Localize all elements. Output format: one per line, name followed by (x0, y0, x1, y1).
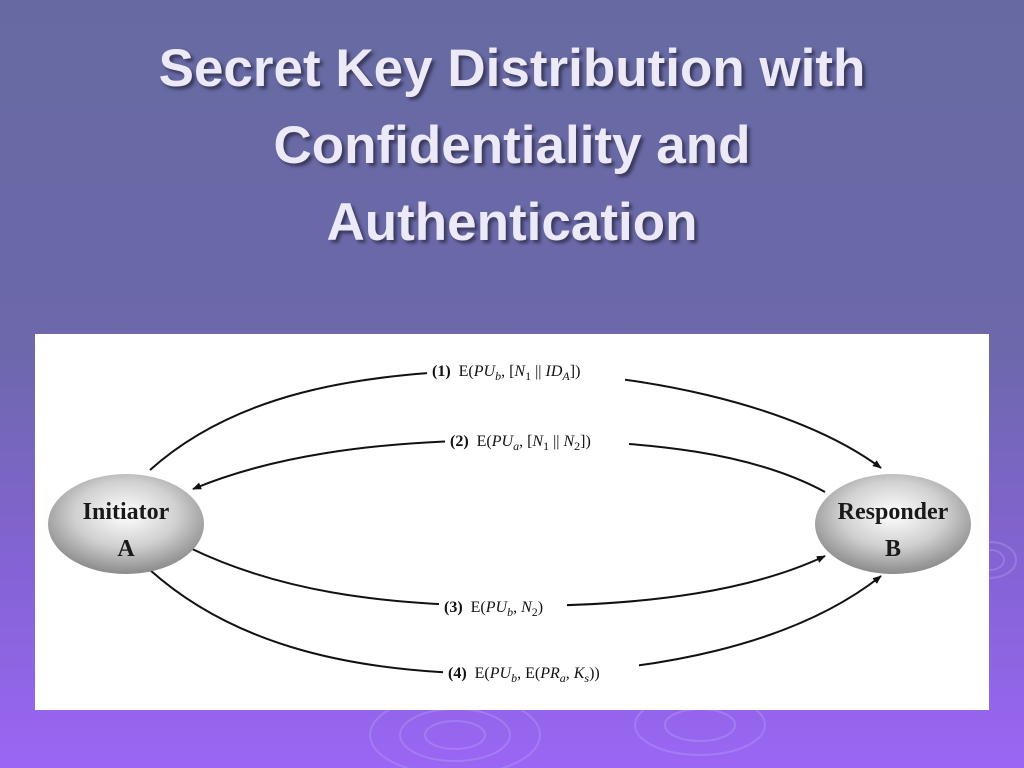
initiator-name: Initiator (83, 499, 170, 525)
message-1-label: (1) E(PUb, [N1 || IDA]) (427, 358, 625, 383)
svg-text:(2) E(PUa, [N1 || N2]): (2) E(PUa, [N1 || N2]) (450, 433, 591, 453)
slide-title: Secret Key Distribution with Confidentia… (40, 30, 984, 261)
message-4-arrow (149, 569, 882, 676)
message-2-label: (2) E(PUa, [N1 || N2]) (445, 428, 629, 453)
title-line: Confidentiality and (273, 116, 751, 175)
message-number: (1) (432, 363, 451, 380)
message-number: (2) (450, 433, 469, 450)
initiator-id: A (117, 536, 135, 562)
title-line: Secret Key Distribution with (158, 39, 866, 98)
responder-id: B (885, 536, 901, 562)
initiator-node: Initiator A (48, 474, 204, 574)
protocol-diagram: (1) E(PUb, [N1 || IDA]) (2) E(PUa, [N1 |… (35, 334, 989, 710)
message-3-label: (3) E(PUb, N2) (439, 594, 567, 619)
svg-text:(3) E(PUb, N2): (3) E(PUb, N2) (444, 599, 543, 619)
responder-name: Responder (838, 499, 949, 525)
title-line: Authentication (326, 193, 698, 252)
protocol-diagram-svg: (1) E(PUb, [N1 || IDA]) (2) E(PUa, [N1 |… (48, 358, 971, 686)
responder-node: Responder B (815, 474, 971, 574)
message-1-arrow (149, 368, 882, 471)
svg-text:(1) E(PUb, [N1 || IDA]: (1) E(PUb, [N1 || IDA]) (432, 363, 580, 383)
message-number: (4) (448, 665, 467, 682)
message-number: (3) (444, 599, 463, 616)
svg-text:(4) E(PUb, E(PRa, Ks)): (4) E(PUb, E(PRa, Ks)) (448, 665, 600, 685)
message-4-label: (4) E(PUb, E(PRa, Ks)) (443, 660, 639, 686)
